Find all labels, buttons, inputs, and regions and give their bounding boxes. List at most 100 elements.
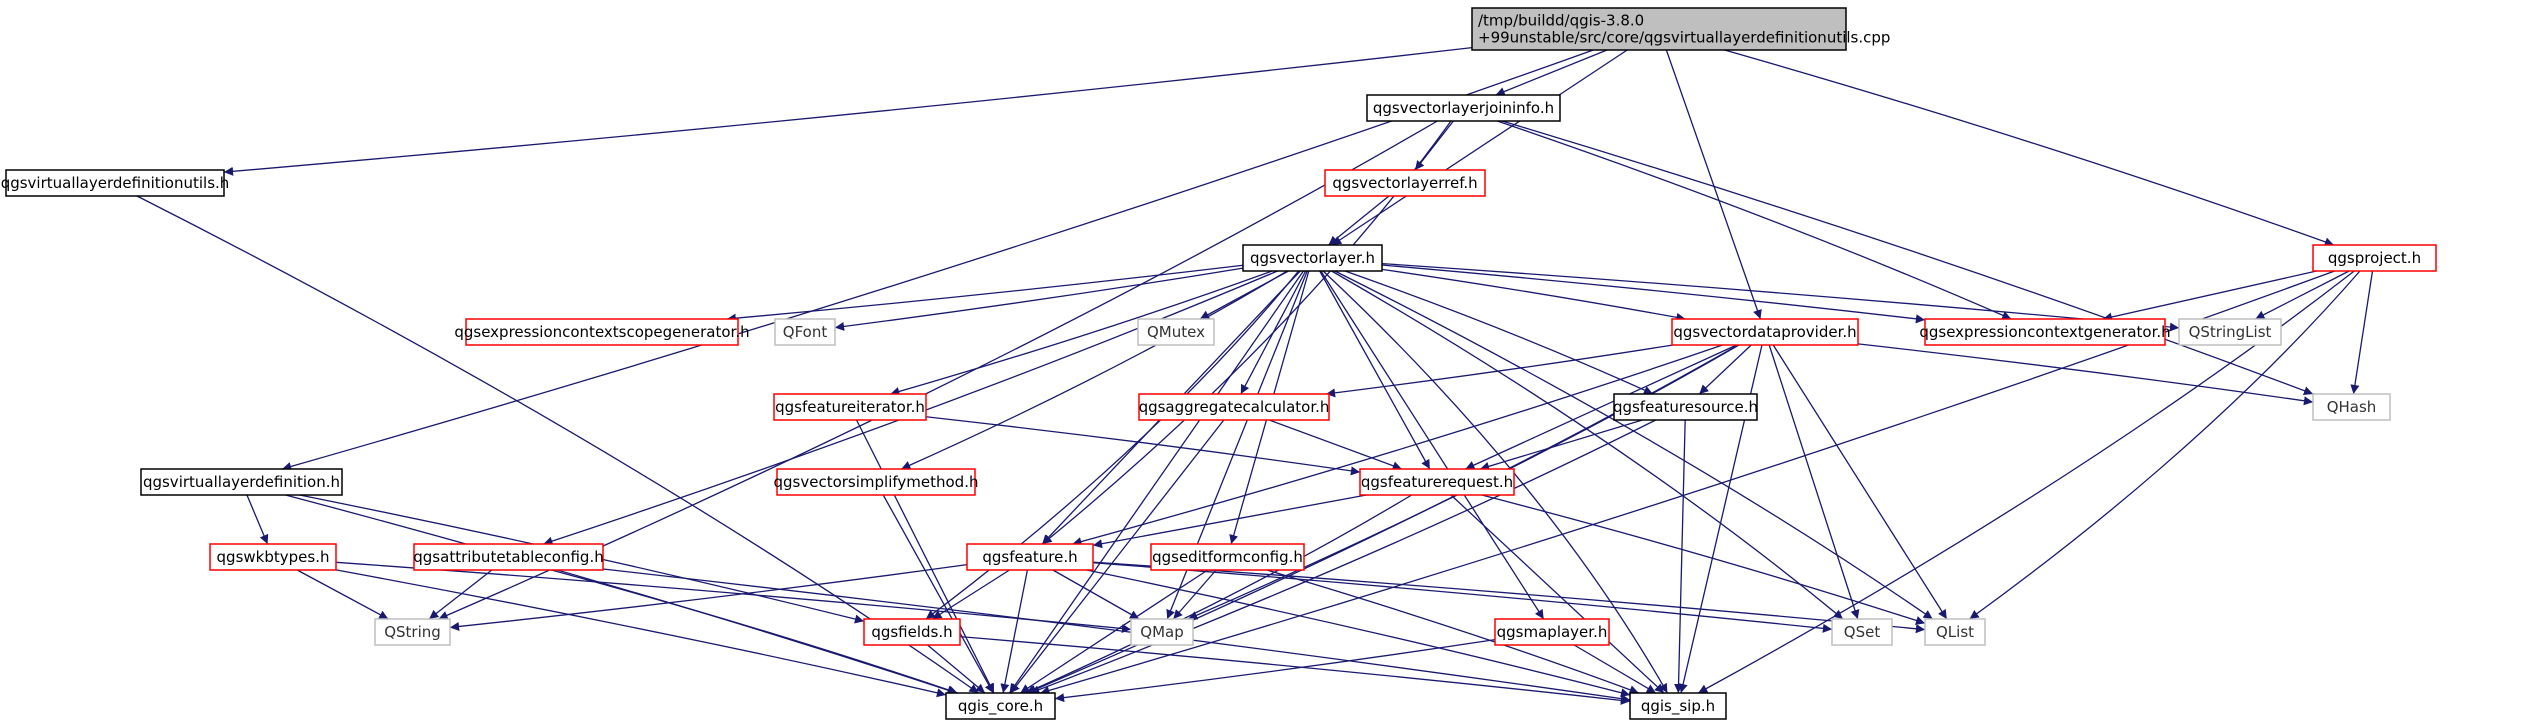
node-fields[interactable]: qgsfields.h [863, 618, 961, 646]
edge-vlayer-to-qlist [1334, 270, 1934, 620]
edge-feature-to-qmap [1052, 569, 1140, 620]
node-qset-box [1831, 618, 1893, 646]
node-attrtable[interactable]: qgsattributetableconfig.h [413, 543, 604, 571]
node-attrtable-box [413, 543, 604, 571]
node-editform-box [1150, 543, 1305, 571]
edge-feature-to-qset [1092, 562, 1833, 633]
edge-project-to-ecgen [2102, 270, 2317, 322]
node-fields-box [863, 618, 961, 646]
edge-dataprovider-to-feature [1072, 344, 1723, 546]
edge-vlayer-to-simplify [901, 270, 1288, 470]
edge-featreq-to-qgiscore [1025, 494, 1413, 694]
node-joininfo[interactable]: qgsvectorlayerjoininfo.h [1366, 94, 1561, 122]
edge-dataprovider-to-aggcalc [1325, 344, 1674, 398]
node-ecgen[interactable]: qgsexpressioncontextgenerator.h [1919, 318, 2171, 346]
node-featiter-label: qgsfeatureiterator.h [775, 398, 925, 416]
node-featsource[interactable]: qgsfeaturesource.h [1613, 393, 1758, 421]
node-root-box [1471, 7, 1847, 51]
node-qlist: QList [1924, 618, 1986, 646]
node-vlayerdef[interactable]: qgsvirtuallayerdefinition.h [140, 468, 343, 496]
edge-featsource-to-qgiscore [1030, 419, 1657, 694]
node-aggcalc[interactable]: qgsaggregatecalculator.h [1138, 393, 1330, 421]
node-qmap-box [1130, 618, 1194, 646]
node-featsource-label: qgsfeaturesource.h [1613, 398, 1758, 416]
edge-wkbtypes-to-qgiscore [335, 569, 947, 698]
edge-editform-to-qgiscore [1019, 569, 1209, 694]
node-fields-label: qgsfields.h [871, 623, 952, 641]
edge-root-to-vlayer [1331, 49, 1628, 246]
node-qgissip[interactable]: qgis_sip.h [1629, 692, 1727, 720]
edge-root-to-joininfo [1495, 49, 1608, 96]
edge-editform-to-qmap [1172, 569, 1217, 620]
node-featreq-box [1359, 468, 1515, 496]
node-featreq-label: qgsfeaturerequest.h [1361, 473, 1513, 491]
edge-feature-to-qstring [449, 564, 968, 632]
node-featiter[interactable]: qgsfeatureiterator.h [773, 393, 927, 421]
node-qgissip-label: qgis_sip.h [1641, 697, 1715, 716]
node-ecsgen[interactable]: qgsexpressioncontextscopegenerator.h [454, 318, 750, 346]
node-vlayerref[interactable]: qgsvectorlayerref.h [1324, 169, 1486, 197]
edge-dataprovider-to-featreq [1465, 344, 1737, 470]
edge-dataprovider-to-featsource [1698, 344, 1752, 395]
edge-vlayerref-to-vlayer [1328, 195, 1390, 246]
node-vlayerdefutils-label: qgsvirtuallayerdefinitionutils.h [1, 174, 230, 192]
node-feature[interactable]: qgsfeature.h [966, 543, 1094, 571]
edge-project-to-qlist [1969, 270, 2361, 620]
node-simplify[interactable]: qgsvectorsimplifymethod.h [774, 468, 979, 496]
node-qstring-label: QString [384, 623, 441, 641]
node-dataprovider[interactable]: qgsvectordataprovider.h [1671, 318, 1859, 346]
edge-vlayer-to-attrtable [543, 270, 1278, 546]
node-qgissip-box [1629, 692, 1727, 720]
node-project-label: qgsproject.h [2328, 249, 2421, 267]
node-editform-label: qgseditformconfig.h [1152, 548, 1303, 566]
edge-featreq-to-qlist [1481, 494, 1926, 625]
edge-attrtable-to-qgiscore [551, 569, 958, 695]
node-simplify-label: qgsvectorsimplifymethod.h [774, 473, 979, 491]
node-qhash-box [2312, 393, 2391, 421]
node-ecsgen-label: qgsexpressioncontextscopegenerator.h [454, 323, 749, 341]
node-attrtable-label: qgsattributetableconfig.h [413, 548, 603, 566]
edge-vlayer-to-featsource [1344, 270, 1654, 395]
node-featsource-box [1613, 393, 1758, 421]
node-vlayerdefutils[interactable]: qgsvirtuallayerdefinitionutils.h [1, 169, 230, 197]
edge-feature-to-fields [932, 569, 1010, 620]
node-qstring-box [374, 618, 451, 646]
node-root[interactable]: /tmp/buildd/qgis-3.8.0+99unstable/src/co… [1471, 7, 1890, 51]
node-project[interactable]: qgsproject.h [2312, 244, 2437, 272]
edge-vlayer-to-ecgen [1381, 264, 1926, 324]
edge-featsource-to-qgissip [1674, 419, 1686, 694]
node-vlayerref-box [1324, 169, 1486, 197]
edge-featreq-to-qgissip [1450, 494, 1665, 694]
node-vlayer[interactable]: qgsvectorlayer.h [1242, 244, 1383, 272]
node-vlayerref-label: qgsvectorlayerref.h [1332, 174, 1477, 192]
node-ecgen-box [1924, 318, 2166, 346]
edge-root-to-project [1724, 49, 2335, 247]
node-qfont-box [774, 318, 836, 346]
edge-root-to-vlayerdefutils [223, 47, 1473, 176]
edge-attrtable-to-qgissip [602, 568, 1631, 704]
node-editform[interactable]: qgseditformconfig.h [1150, 543, 1305, 571]
edge-wkbtypes-to-qmap [335, 561, 1132, 634]
edge-vlayer-to-ecsgen [726, 264, 1244, 323]
node-qlist-label: QList [1936, 623, 1974, 641]
node-qhash-label: QHash [2327, 398, 2377, 416]
edge-fields-to-qgissip [959, 635, 1631, 705]
dependency-edges [136, 47, 2374, 705]
edge-vlayerdef-to-wkbtypes [246, 494, 269, 545]
node-wkbtypes[interactable]: qgswkbtypes.h [209, 543, 337, 571]
node-maplayer[interactable]: qgsmaplayer.h [1494, 618, 1610, 646]
edge-vlayer-to-maplayer [1320, 270, 1545, 620]
edge-aggcalc-to-featreq [1268, 419, 1403, 471]
node-qgiscore[interactable]: qgis_core.h [945, 692, 1056, 720]
edge-featreq-to-feature [1092, 494, 1367, 549]
node-ecsgen-box [465, 318, 739, 346]
node-maplayer-box [1494, 618, 1610, 646]
edge-fields-to-qgiscore [927, 644, 986, 694]
edge-vlayerdef-to-qgiscore [285, 494, 957, 695]
node-feature-box [966, 543, 1094, 571]
edge-feature-to-qgissip [1086, 569, 1631, 698]
edge-aggcalc-to-qgiscore [1010, 419, 1225, 694]
edge-vlayer-to-featreq [1319, 270, 1431, 470]
node-featreq[interactable]: qgsfeaturerequest.h [1359, 468, 1515, 496]
node-vlayer-label: qgsvectorlayer.h [1250, 249, 1375, 267]
